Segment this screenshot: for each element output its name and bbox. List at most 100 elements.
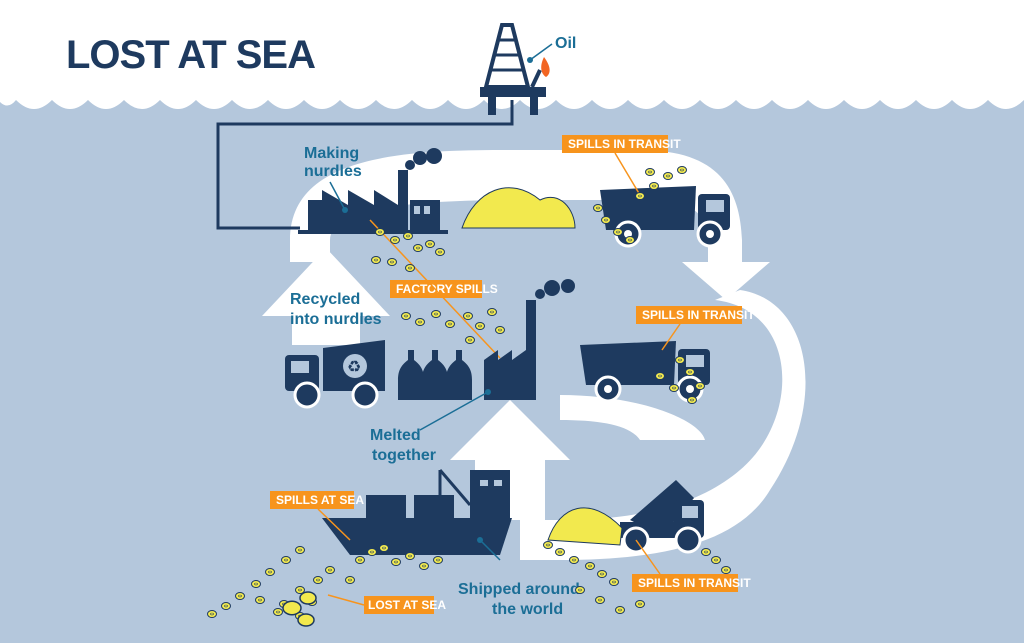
svg-text:SPILLS IN TRANSIT: SPILLS IN TRANSIT [642,308,755,322]
nurdle [669,384,679,392]
oil-rig-icon [480,23,550,115]
recycle-symbol-icon: ♻ [347,359,361,376]
page-title: LOST AT SEA [66,33,315,77]
factory-icon-center [484,279,575,400]
nurdle [403,232,413,240]
oil-leader-line [529,43,553,61]
nurdle [390,236,400,244]
dump-truck-icon [598,184,732,248]
nurdle [645,168,655,176]
nurdle [313,576,323,584]
svg-text:LOST AT SEA: LOST AT SEA [368,598,446,612]
nurdle [295,546,305,554]
nurdle [415,318,425,326]
nurdle [345,576,355,584]
factory-icon [298,148,448,234]
cargo-ship-icon [322,469,512,555]
nurdle [367,548,377,556]
nurdle [433,556,443,564]
nurdle [487,308,497,316]
nurdle [355,556,365,564]
shipped-label-line1: Shipped around [458,581,580,598]
nurdle [613,228,623,236]
nurdle [371,256,381,264]
nurdle [405,552,415,560]
nurdle [207,610,217,618]
nurdle [379,544,389,552]
spills-in-transit-tag-1 [562,135,668,153]
nurdle [445,320,455,328]
nurdle [601,216,611,224]
spills-in-transit-tag-3 [632,574,738,592]
nurdle [635,192,645,200]
nurdle [419,562,429,570]
making-nurdles-label-line2: nurdles [304,163,362,180]
svg-text:FACTORY SPILLS: FACTORY SPILLS [396,282,498,296]
crane-icon [438,469,472,520]
nurdle [655,372,665,380]
nurdle [585,562,595,570]
nurdle [543,541,553,549]
melted-label-line2: together [372,447,436,464]
nurdle [235,592,245,600]
svg-text:SPILLS IN TRANSIT: SPILLS IN TRANSIT [638,576,751,590]
nurdle-large [282,600,302,616]
nurdle [701,548,711,556]
tipper-truck-icon [620,480,704,554]
nurdle [597,570,607,578]
nurdle [425,240,435,248]
nurdle-large [297,613,315,627]
nurdle [575,586,585,594]
nurdle [609,578,619,586]
nurdle [251,580,261,588]
nurdle [325,566,335,574]
nurdle [625,236,635,244]
nurdle [475,322,485,330]
nurdle [431,310,441,318]
nurdle [255,596,265,604]
nurdle [677,166,687,174]
nurdle [615,606,625,614]
spills-at-sea-tag [270,491,354,509]
nurdle-large [299,591,317,605]
lost-at-sea-tag [364,596,434,614]
nurdle [401,312,411,320]
oil-label: Oil [555,35,576,52]
nurdle [391,558,401,566]
nurdle [593,204,603,212]
nurdle [405,264,415,272]
recycled-label-line1: Recycled [290,291,360,308]
svg-text:SPILLS AT SEA: SPILLS AT SEA [276,493,364,507]
nurdle [675,356,685,364]
flame-icon [541,57,550,77]
nurdle [463,312,473,320]
nurdle [495,326,505,334]
nurdle [695,382,705,390]
nurdle [649,182,659,190]
nurdle [635,600,645,608]
nurdle [273,608,283,616]
shipped-label-line2: the world [492,601,563,618]
oil-pipeline [216,100,514,230]
nurdle [281,556,291,564]
nurdle [685,368,695,376]
nurdle [375,228,385,236]
nurdle [595,596,605,604]
svg-text:SPILLS IN TRANSIT: SPILLS IN TRANSIT [568,137,681,151]
spills-in-transit-tag-2 [636,306,742,324]
making-nurdles-label-line1: Making [304,145,359,162]
nurdle [663,172,673,180]
nurdle [465,336,475,344]
nurdle [413,244,423,252]
nurdle [435,248,445,256]
recycling-truck-icon: ♻ [285,340,385,409]
melted-label-line1: Melted [370,427,421,444]
recycled-label-line2: into nurdles [290,311,382,328]
nurdle-pile [461,187,576,229]
nurdle [711,556,721,564]
nurdle [221,602,231,610]
nurdle-pile-bottom [547,507,623,546]
nurdle [555,548,565,556]
scattered-nurdles [207,166,731,627]
